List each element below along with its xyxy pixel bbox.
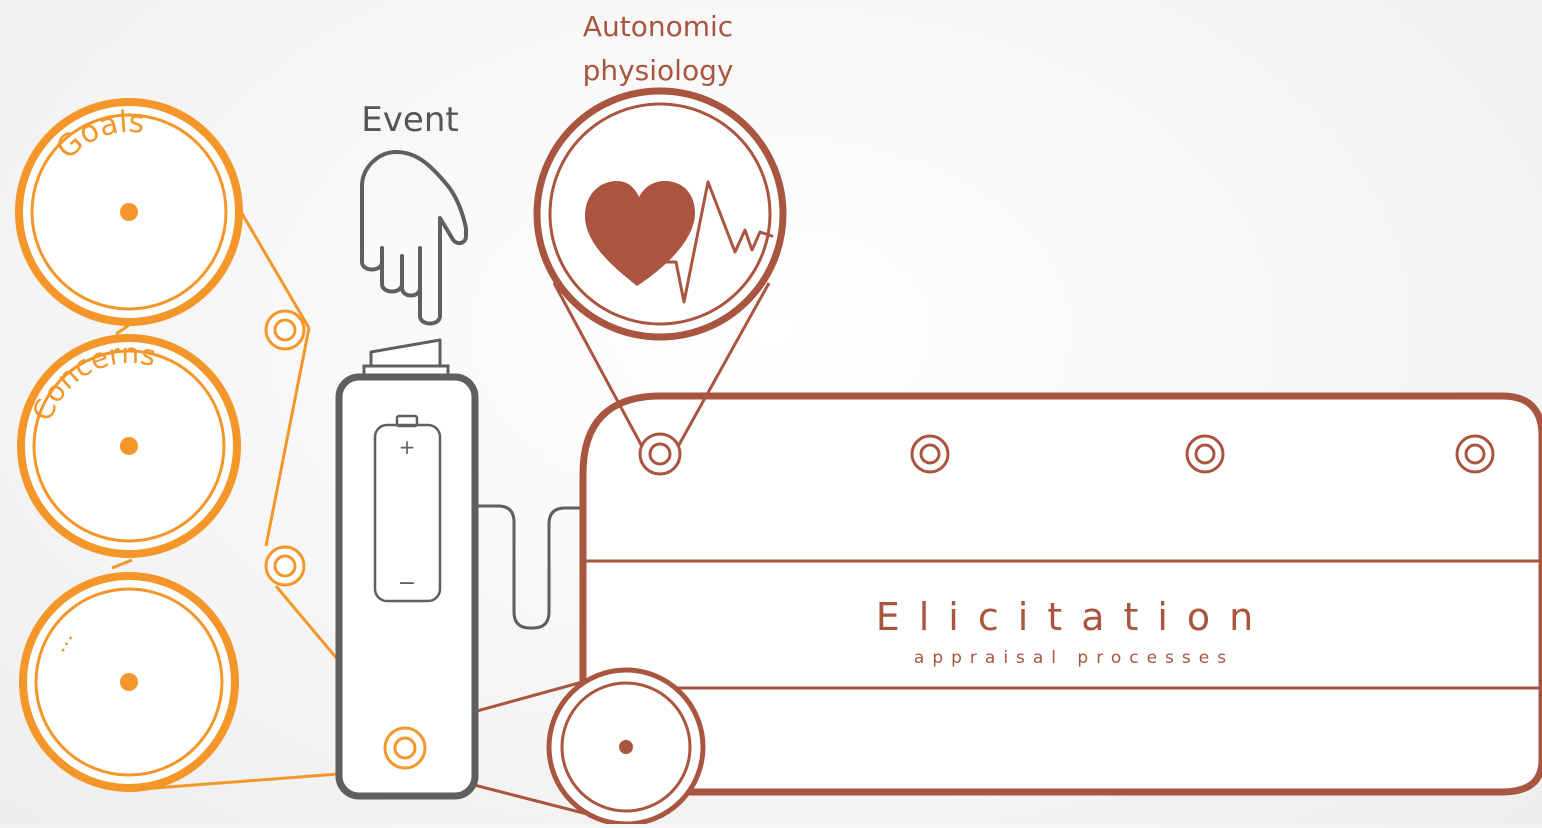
orange-pulley-2 bbox=[264, 545, 306, 587]
heart-icon bbox=[585, 181, 695, 286]
autonomic-label-line1: Autonomic bbox=[583, 10, 733, 43]
machine-bolt-3 bbox=[1455, 434, 1495, 474]
concerns-hub bbox=[120, 437, 138, 455]
battery-device: + − bbox=[335, 338, 588, 800]
other-wheel: ... bbox=[19, 572, 239, 792]
bottom-pulley-wheel bbox=[546, 667, 706, 827]
other-hub bbox=[120, 673, 138, 691]
machine-bolt-1 bbox=[910, 434, 950, 474]
elicitation-title: Elicitation bbox=[876, 595, 1273, 639]
machine-bolt-2 bbox=[1185, 434, 1225, 474]
concerns-wheel: Concerns bbox=[17, 334, 241, 558]
event-label: Event bbox=[361, 100, 458, 140]
elicitation-machine: Elicitation appraisal processes bbox=[579, 392, 1542, 796]
orange-pulley-1 bbox=[264, 309, 306, 351]
bottom-pulley-hub bbox=[619, 740, 633, 754]
battery-icon: + − bbox=[373, 414, 442, 603]
pointing-hand-icon bbox=[360, 150, 468, 326]
heart-belt bbox=[552, 282, 771, 453]
switch-button bbox=[369, 338, 442, 368]
autonomic-label-line2: physiology bbox=[583, 54, 734, 87]
battery-plus: + bbox=[399, 435, 416, 459]
device-pulley bbox=[383, 726, 427, 770]
battery-minus: − bbox=[398, 571, 416, 596]
physiology-wheel bbox=[533, 87, 787, 341]
elicitation-subtitle: appraisal processes bbox=[914, 648, 1234, 668]
goals-wheel: Goals bbox=[15, 98, 243, 326]
goals-hub bbox=[120, 203, 138, 221]
machine-pulley-heart bbox=[638, 432, 682, 476]
heartbeat-line-icon bbox=[656, 180, 774, 304]
